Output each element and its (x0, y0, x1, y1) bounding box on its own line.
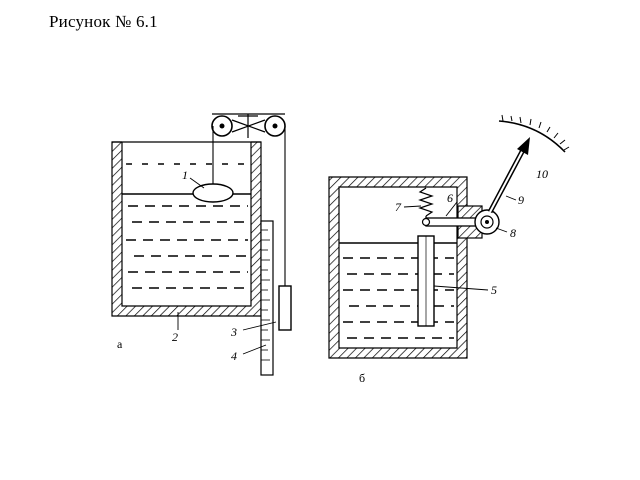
left-liquid-dashes (126, 163, 248, 289)
left-diagram: 1 2 3 4 а (111, 113, 292, 376)
page-title: Рисунок № 6.1 (49, 12, 158, 31)
callout-1: 1 (182, 168, 188, 182)
callout-6: 6 (447, 191, 453, 205)
spring (418, 187, 434, 217)
right-tank-wall (328, 176, 468, 359)
callout-9: 9 (518, 193, 524, 207)
float (192, 183, 234, 203)
pulley-right (264, 115, 286, 137)
callout-5: 5 (491, 283, 497, 297)
pulley-left (211, 115, 233, 137)
cable (212, 126, 286, 286)
counterweight (278, 285, 292, 331)
dial-scale (498, 114, 570, 153)
callout-10: 10 (536, 167, 548, 181)
right-diagram: 5 6 7 8 9 10 б (328, 114, 570, 385)
scale-ruler (260, 220, 274, 376)
pivot (474, 209, 500, 235)
sublabel-b: б (359, 371, 365, 385)
right-liquid-dashes (343, 257, 454, 339)
callout-8: 8 (510, 226, 516, 240)
pointer-arrow (487, 137, 530, 214)
callout-4: 4 (231, 349, 237, 363)
callout-3: 3 (230, 325, 237, 339)
pulley-bracket (212, 113, 285, 138)
callout-7: 7 (395, 200, 402, 214)
sublabel-a: а (117, 337, 123, 351)
callout-2: 2 (172, 330, 178, 344)
